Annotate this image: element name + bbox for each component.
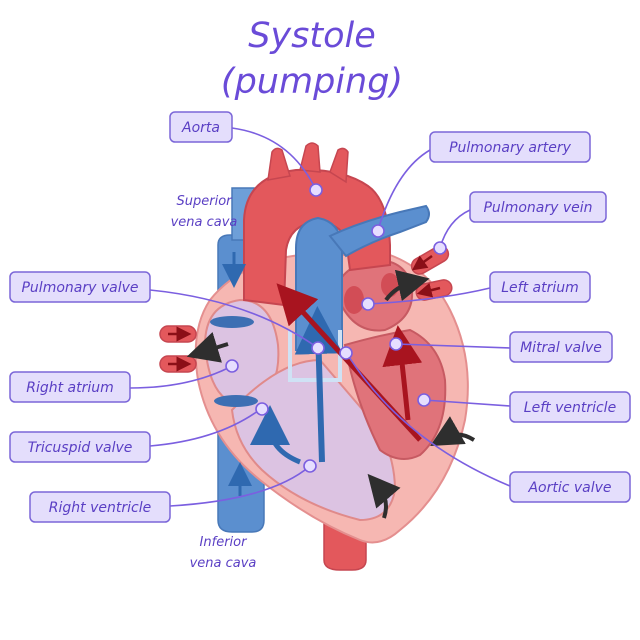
label-right-ventricle: Right ventricle: [29, 491, 171, 523]
leader-mitral-valve: [395, 343, 511, 349]
label-pulmonary-artery-text: Pulmonary artery: [449, 140, 572, 156]
leader-left-atrium: [367, 287, 491, 305]
anchor-left-ventricle: [417, 393, 431, 407]
label-pulmonary-valve-text: Pulmonary valve: [21, 280, 138, 296]
flow-arrow-ra-to-rv: [250, 405, 301, 465]
vena-cava-opening-top: [210, 316, 254, 328]
label-mitral-valve-text: Mitral valve: [520, 340, 602, 356]
anchor-right-ventricle: [303, 459, 317, 473]
label-left-ventricle-text: Left ventricle: [524, 400, 616, 416]
label-pulmonary-vein-text: Pulmonary vein: [483, 200, 592, 216]
label-left-ventricle: Left ventricle: [509, 391, 631, 423]
anchor-pulmonary-valve: [311, 341, 325, 355]
title-line-2: (pumping): [221, 62, 403, 102]
superior-vena-cava-label-2: vena cava: [171, 215, 238, 230]
leader-right-ventricle: [169, 465, 311, 507]
anchor-right-atrium: [225, 359, 239, 373]
anchor-pulmonary-vein: [433, 241, 447, 255]
inferior-vena-cava-label-2: vena cava: [190, 556, 257, 571]
inferior-vena-cava-label-1: Inferior: [200, 535, 249, 550]
label-aorta: Aorta: [169, 111, 233, 143]
anchor-aortic-valve: [339, 346, 353, 360]
leader-aorta: [231, 127, 317, 191]
anchor-tricuspid-valve: [255, 402, 269, 416]
leader-right-atrium: [129, 365, 233, 389]
leader-pulmonary-artery: [377, 149, 431, 231]
anchor-pulmonary-artery: [371, 224, 385, 238]
aortic-branch-3: [329, 147, 349, 184]
label-mitral-valve: Mitral valve: [509, 331, 613, 363]
anchor-mitral-valve: [389, 337, 403, 351]
leader-left-ventricle: [423, 399, 511, 407]
flow-arrow-dark-pulm-vein-right: [384, 269, 430, 302]
label-right-ventricle-text: Right ventricle: [49, 500, 151, 516]
anchor-left-atrium: [361, 297, 375, 311]
anchor-aorta: [309, 183, 323, 197]
flow-arrow-dark-bottom: [367, 473, 401, 519]
label-aortic-valve-text: Aortic valve: [527, 480, 611, 496]
label-aortic-valve: Aortic valve: [509, 471, 631, 503]
label-pulmonary-artery: Pulmonary artery: [429, 131, 591, 163]
leader-aortic-valve: [345, 351, 511, 487]
label-tricuspid-valve: Tricuspid valve: [9, 431, 151, 463]
leader-tricuspid-valve: [149, 407, 263, 447]
flow-arrow-small-3: [411, 254, 433, 271]
title-line-1: Systole: [248, 16, 376, 56]
pulmonary-vein-opening-1: [344, 286, 364, 314]
label-aorta-text: Aorta: [181, 120, 220, 136]
leader-pulmonary-valve: [149, 289, 319, 349]
flow-arrow-dark-left-ventricle: [430, 416, 476, 446]
leader-pulmonary-vein: [439, 209, 471, 249]
flow-arrow-small-4: [416, 282, 441, 298]
label-left-atrium: Left atrium: [489, 271, 591, 303]
label-pulmonary-valve: Pulmonary valve: [9, 271, 151, 303]
label-right-atrium: Right atrium: [9, 371, 131, 403]
flow-arrow-lv-up: [382, 325, 423, 421]
label-tricuspid-valve-text: Tricuspid valve: [28, 440, 133, 456]
vena-cava-opening-bottom: [214, 395, 258, 407]
flow-arrow-dark-pulm-vein-left: [186, 332, 229, 363]
label-left-atrium-text: Left atrium: [501, 280, 579, 296]
label-pulmonary-vein: Pulmonary vein: [469, 191, 607, 223]
aortic-branch-1: [267, 147, 291, 181]
superior-vena-cava-label-1: Superior: [177, 194, 234, 209]
aortic-branch-2: [299, 142, 321, 173]
label-right-atrium-text: Right atrium: [26, 380, 114, 396]
